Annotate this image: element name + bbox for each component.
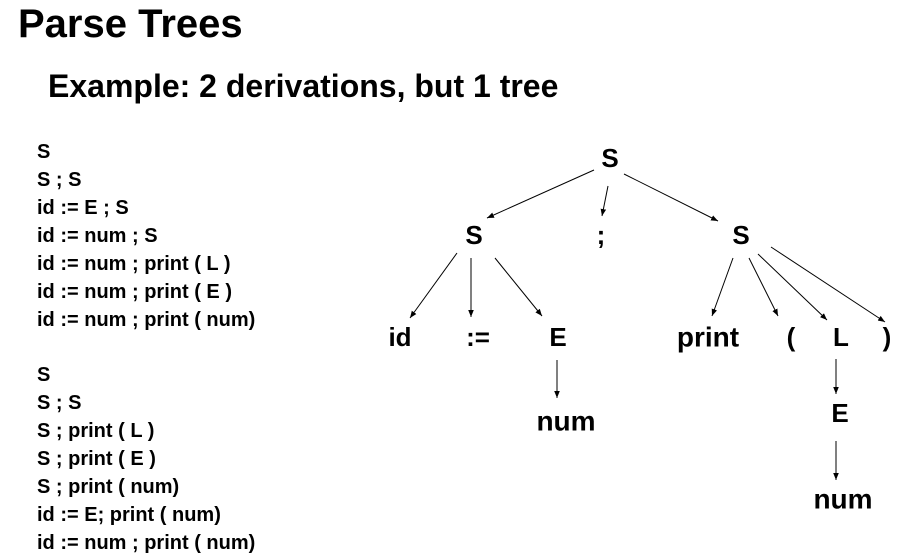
- tree-edge-root-to-left_s: [486, 169, 595, 219]
- tree-node-left-num: num: [536, 406, 595, 437]
- tree-edge-right_s-to-print: [711, 257, 734, 317]
- tree-node-right-num: num: [813, 484, 872, 515]
- derivation-step: id := num ; print ( L ): [37, 253, 231, 275]
- derivation-step: S ; print ( num): [37, 476, 180, 498]
- tree-edges: [409, 169, 886, 480]
- tree-node-id: id: [388, 322, 411, 352]
- tree-node-left-s: S: [465, 220, 482, 250]
- derivation-step: id := num ; print ( num): [37, 532, 256, 554]
- derivation-step: S: [37, 141, 51, 163]
- tree-node-right-s: S: [732, 220, 749, 250]
- leftmost-derivation-list: S S ; S id := E ; S id := num ; S id := …: [37, 138, 255, 334]
- tree-edge-root-to-right_s: [623, 173, 719, 222]
- tree-edge-right_s-to-l: [757, 253, 828, 321]
- page-title: Parse Trees: [18, 2, 243, 46]
- tree-node-root: S: [601, 143, 618, 173]
- derivation-step: S ; S: [37, 169, 82, 191]
- derivation-step: S ; print ( L ): [37, 420, 155, 442]
- tree-node-rparen: ): [883, 322, 892, 352]
- tree-node-left-e: E: [549, 322, 566, 352]
- rightmost-derivation-list: S S ; S S ; print ( L ) S ; print ( E ) …: [37, 361, 255, 557]
- derivation-step: S ; print ( E ): [37, 448, 156, 470]
- tree-node-semicolon: ;: [597, 220, 606, 250]
- tree-edge-left_s-to-left_e: [494, 257, 543, 317]
- tree-edge-right_s-to-lparen: [748, 257, 779, 317]
- derivation-step: id := num ; print ( E ): [37, 281, 232, 303]
- tree-node-print: print: [677, 322, 739, 353]
- tree-edge-root-to-semicolon: [600, 185, 609, 217]
- page-subtitle: Example: 2 derivations, but 1 tree: [48, 68, 559, 104]
- derivation-step: S: [37, 364, 51, 386]
- tree-node-right-e: E: [831, 398, 848, 428]
- derivation-step: id := E ; S: [37, 197, 129, 219]
- derivation-step: id := num ; S: [37, 225, 158, 247]
- tree-node-assign: :=: [466, 322, 490, 352]
- tree-node-lparen: (: [787, 322, 796, 352]
- derivation-step: S ; S: [37, 392, 82, 414]
- tree-node-l: L: [833, 322, 849, 352]
- tree-edge-left_s-to-id: [409, 252, 458, 319]
- tree-edge-right_s-to-rparen: [770, 246, 886, 323]
- derivation-step: id := E; print ( num): [37, 504, 221, 526]
- derivation-step: id := num ; print ( num): [37, 309, 256, 331]
